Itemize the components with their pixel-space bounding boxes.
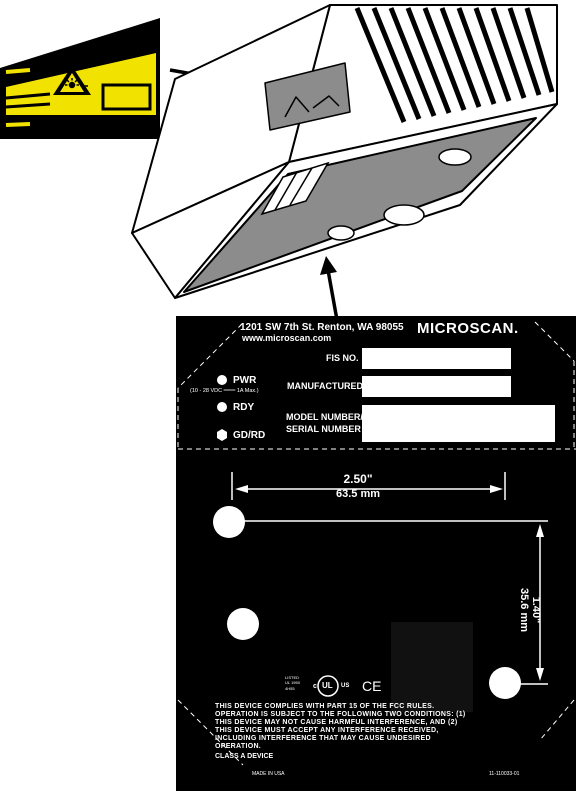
cert-number-text: 4H55: [285, 686, 295, 691]
mount-hole-top-left: [213, 506, 245, 538]
fcc-line: THIS DEVICE COMPLIES WITH PART 15 OF THE…: [215, 703, 435, 710]
made-in-usa: MADE IN USA: [252, 771, 285, 777]
ul-c-text: c: [313, 683, 317, 690]
fcc-line: THIS DEVICE MAY NOT CAUSE HARMFUL INTERF…: [215, 719, 458, 726]
dimension-drawing: [231, 472, 548, 685]
model-serial-field: [362, 405, 555, 442]
mount-hole-center: [227, 608, 259, 640]
ul-us-text: US: [341, 683, 350, 689]
device-mount-hole-lower: [327, 225, 355, 241]
mount-hole-bottom-right: [489, 667, 521, 699]
serial-number-label: SERIAL NUMBER: [286, 424, 361, 434]
device-panel-details: [260, 148, 472, 241]
model-number-label: MODEL NUMBER/: [286, 412, 363, 422]
label-cut-lines: [177, 321, 576, 766]
fcc-statement: THIS DEVICE COMPLIES WITH PART 15 OF THE…: [215, 703, 555, 751]
height-dimension-inches: 1.40": [530, 596, 542, 624]
arrowhead-top: [536, 524, 544, 537]
device-mount-hole-top: [438, 148, 472, 166]
ul-mark-icon: [317, 675, 339, 697]
warning-text-box: [101, 83, 152, 111]
fcc-line: INCLUDING INTERFERENCE THAT MAY CAUSE UN…: [215, 735, 431, 742]
height-dimension-label: 1.40" 35.6 mm: [518, 570, 542, 650]
arrowhead-bottom: [536, 668, 544, 681]
part-number: 11-110033-01: [489, 771, 520, 777]
rdy-led-icon: [217, 402, 227, 412]
brand-name: MICROSCAN: [417, 320, 514, 337]
microscan-logo: MICROSCAN.: [417, 321, 519, 336]
pwr-led-label: PWR: [233, 375, 257, 386]
gdrd-led-icon: [217, 429, 227, 441]
ul-code-text: UL 1950: [285, 680, 300, 685]
ce-mark: CE: [362, 678, 382, 694]
fcc-line: OPERATION IS SUBJECT TO THE FOLLOWING TW…: [215, 711, 466, 718]
manufactured-label: MANUFACTURED: [287, 381, 363, 391]
device-mount-hole-center: [383, 204, 425, 226]
pwr-led-icon: [217, 375, 227, 385]
arrowhead-right: [490, 485, 503, 493]
laser-warning-label: [0, 18, 160, 139]
height-dimension-mm: 35.6 mm: [517, 587, 530, 633]
company-address: 1201 SW 7th St. Renton, WA 98055: [240, 322, 404, 333]
fis-no-label: FIS NO.: [326, 353, 359, 363]
rdy-led-label: RDY: [233, 402, 255, 413]
ul-text: UL: [322, 681, 333, 690]
device-heat-fins: [354, 7, 555, 123]
laser-starburst-icon: [65, 78, 88, 89]
arrow-to-device-label: [326, 269, 339, 321]
width-dimension-inches: 2.50": [343, 472, 373, 486]
fis-no-field: [362, 348, 511, 369]
company-website: www.microscan.com: [242, 333, 332, 343]
scanner-device: [131, 4, 558, 299]
device-led-strip: [260, 161, 330, 216]
gdrd-led-label: GD/RD: [233, 430, 266, 441]
brand-mark: .: [514, 320, 519, 337]
fcc-line: THIS DEVICE MUST ACCEPT ANY INTERFERENCE…: [215, 727, 439, 734]
serial-label-area: [391, 622, 473, 712]
manufactured-field: [362, 376, 511, 397]
class-a-device: CLASS A DEVICE: [215, 753, 274, 760]
fcc-line: OPERATION.: [215, 743, 262, 750]
width-dimension-mm: 63.5 mm: [335, 488, 381, 500]
arrowhead-left: [235, 485, 248, 493]
listed-text: LISTED: [285, 675, 300, 680]
power-spec: (10 - 28 VDC ═══ 1A Max.): [190, 388, 259, 394]
